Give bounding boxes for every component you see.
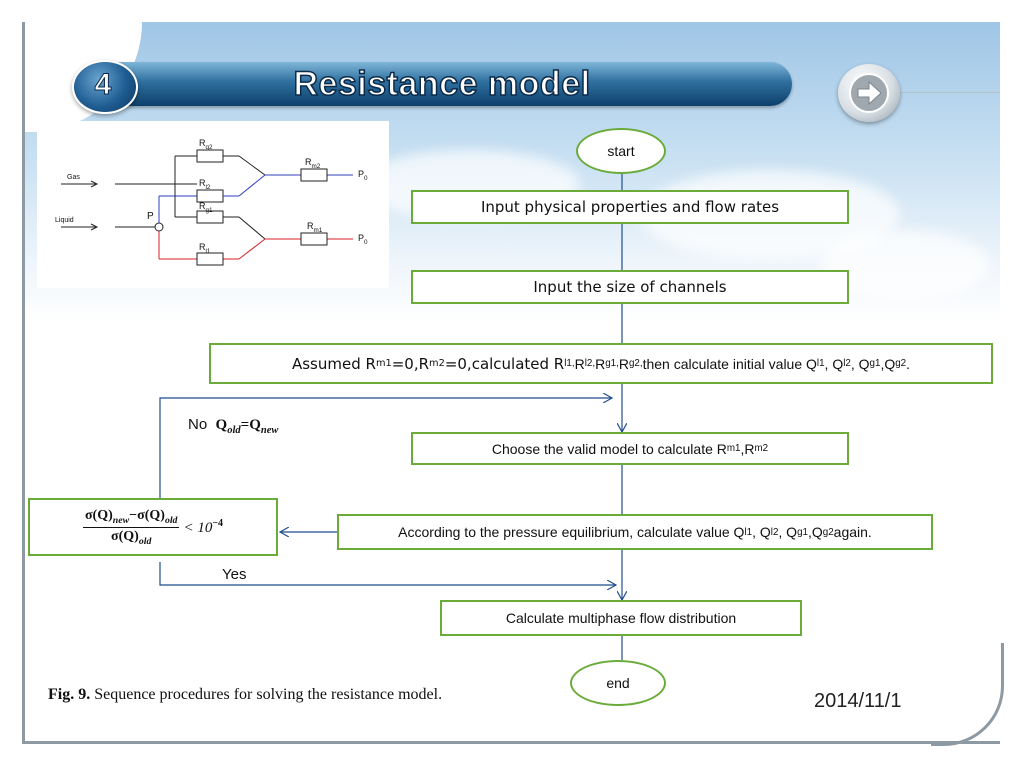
yes-branch-label: Yes [222, 566, 247, 583]
step-calculate-distribution: Calculate multiphase flow distribution [440, 600, 802, 636]
step-input-channel-size: Input the size of channels [411, 270, 849, 304]
circuit-diagram: Gas Liquid P Rg2 Rl2 Rg1 Rl1 Rm2 Rm1 P0 … [37, 121, 389, 288]
slide-frame [22, 22, 1000, 744]
resistor-rg1-label: Rg1 [199, 201, 213, 214]
criterion-threshold: < 10−4 [183, 517, 224, 536]
step-input-properties: Input physical properties and flow rates [411, 190, 849, 224]
figure-caption: Fig. 9. Sequence procedures for solving … [48, 686, 443, 703]
gas-label: Gas [67, 174, 80, 181]
resistance-network [61, 149, 353, 266]
outlet-p0-top: P0 [358, 169, 368, 182]
resistor-rg2-label: Rg2 [199, 138, 213, 151]
slide-number: 4 [94, 68, 112, 102]
arrow-guide-line [900, 92, 1000, 93]
end-node: end [570, 660, 666, 706]
resistor-rl2-label: Rl2 [199, 178, 211, 191]
resistor-rl1-label: Rl1 [199, 242, 211, 255]
step-pressure-equilibrium: According to the pressure equilibrium, c… [337, 514, 933, 550]
liquid-label: Liquid [55, 217, 74, 224]
outlet-p0-bottom: P0 [358, 233, 368, 246]
resistor-rm2-label: Rm2 [305, 157, 321, 170]
slide-title: Resistance model [293, 64, 591, 104]
arrow-right-icon [849, 73, 889, 113]
slide-number-badge [72, 60, 138, 114]
title-bar [92, 62, 792, 106]
no-branch-label: No Qold=Qnew [188, 416, 279, 436]
node-p-label: P [147, 211, 154, 222]
start-node: start [576, 128, 666, 174]
criterion-denominator: σ(Q)old [111, 528, 152, 547]
resistor-rm1-label: Rm1 [307, 221, 323, 234]
criterion-numerator: σ(Q)new−σ(Q)old [82, 507, 180, 528]
slide-date: 2014/11/1 [814, 690, 902, 712]
next-button[interactable] [838, 64, 900, 122]
convergence-criterion: σ(Q)new−σ(Q)old σ(Q)old < 10−4 [28, 498, 278, 556]
